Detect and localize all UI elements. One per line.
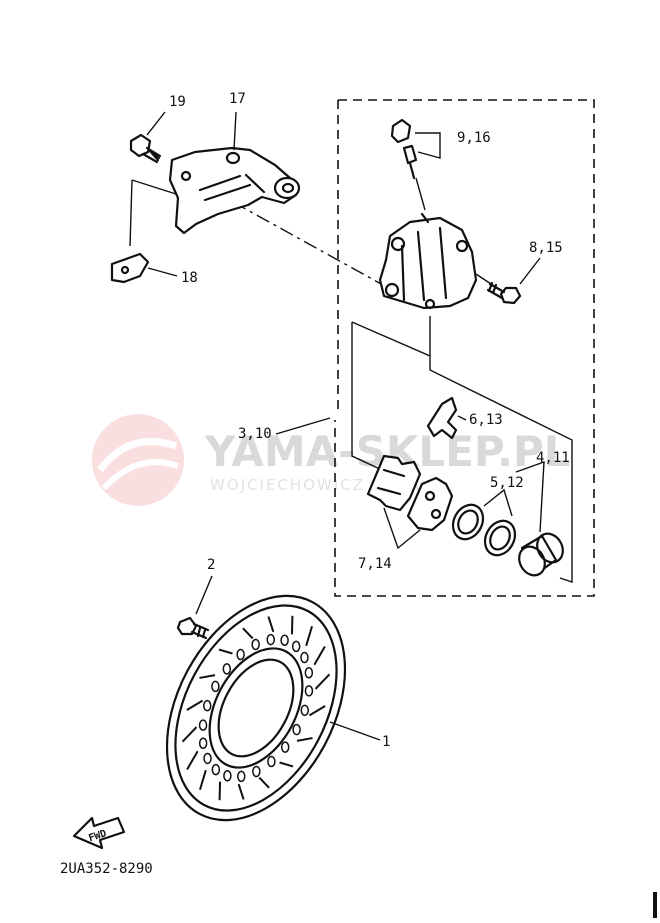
disc-slot: [258, 776, 270, 789]
disc-hole: [266, 633, 275, 646]
leader-8-15: [519, 257, 541, 285]
disc-hole: [280, 634, 289, 647]
leader-9-16: [415, 132, 441, 159]
disc-hole: [222, 663, 232, 675]
forward-label: FWD: [87, 828, 108, 844]
disc-hole: [304, 685, 314, 697]
disc-slot: [237, 783, 245, 800]
callout-19: 19: [169, 94, 186, 110]
callout-3-10: 3,10: [238, 426, 272, 442]
disc-slot: [186, 699, 204, 711]
leader-19: [146, 111, 166, 136]
disc-vent-slots: [181, 615, 331, 801]
disc-slot: [186, 750, 199, 770]
leader-7-14-bracket: [383, 507, 421, 550]
leader-17: [233, 111, 237, 151]
disc-hole: [202, 699, 212, 712]
disc-slot: [313, 646, 326, 666]
leader-4-11-bracket: [515, 460, 545, 533]
brake-pad-7-icon: [366, 454, 422, 512]
disc-slot: [279, 761, 294, 768]
callout-7-14: 7,14: [358, 556, 392, 572]
disc-hole: [292, 723, 301, 736]
brake-disc-1-icon: [165, 594, 347, 822]
disc-hole: [300, 651, 309, 664]
disc-hole: [203, 752, 212, 765]
disc-hole: [304, 667, 314, 679]
disc-slot: [181, 726, 198, 743]
disc-hole: [280, 741, 290, 753]
disc-hole: [237, 770, 246, 783]
watermark-logo-icon: [92, 414, 184, 506]
leader-5-12-bracket: [483, 488, 513, 517]
hose-clip-18-icon: [110, 252, 150, 284]
leader-3-10: [275, 417, 331, 435]
diagram-code: 2UA352-8290: [60, 861, 153, 877]
disc-hole: [223, 769, 232, 782]
callout-5-12: 5,12: [490, 475, 524, 491]
disc-slot: [305, 625, 314, 647]
disc-slot: [314, 673, 331, 690]
disc-hole: [251, 638, 260, 651]
leader-18: [147, 267, 178, 277]
callout-18: 18: [181, 270, 198, 286]
caliper-bracket-17-icon: [168, 146, 301, 235]
dust-seal-12-icon: [483, 519, 517, 557]
disc-hole: [236, 648, 245, 661]
piston-4-icon: [518, 532, 564, 577]
callout-8-15: 8,15: [529, 240, 563, 256]
bracket-guide-line: [129, 179, 177, 247]
disc-bolt-2-icon: [176, 616, 210, 640]
pad-spring-6-icon: [426, 396, 458, 440]
disc-slot: [199, 674, 216, 679]
disc-hole: [198, 737, 208, 749]
disc-hole: [267, 755, 276, 768]
disc-slot: [296, 737, 313, 742]
callout-2: 2: [207, 557, 215, 573]
disc-slot: [198, 769, 207, 791]
leader-6-13: [457, 415, 467, 421]
brake-pad-14-icon: [406, 476, 454, 532]
disc-slot: [267, 616, 275, 633]
bleed-guide-line: [415, 177, 426, 211]
subassembly-frame-right: [351, 321, 573, 583]
subassembly-frame-left: [351, 322, 383, 471]
caliper-body-icon: [378, 212, 478, 310]
bleed-screw-9-icon: [390, 118, 418, 180]
callout-17: 17: [229, 91, 246, 107]
caliper-assembly-boundary: [334, 99, 595, 597]
disc-slot: [242, 627, 254, 640]
disc-bolt-holes: [198, 633, 314, 783]
disc-slot: [308, 705, 326, 717]
disc-hole: [300, 704, 310, 717]
disc-hole: [291, 640, 301, 653]
callout-6-13: 6,13: [469, 412, 503, 428]
leader-2: [195, 575, 213, 615]
disc-hole: [211, 680, 220, 693]
leader-1: [329, 721, 381, 741]
disc-hole: [198, 719, 208, 731]
callout-1: 1: [382, 734, 390, 750]
piston-seal-5-icon: [451, 503, 485, 541]
callout-9-16: 9,16: [457, 130, 491, 146]
disc-slot: [218, 648, 233, 655]
disc-hole: [211, 763, 221, 776]
disc-hole: [252, 765, 261, 778]
callout-4-11: 4,11: [536, 450, 570, 466]
bolt-guide-line: [475, 273, 501, 291]
bolt-19-icon: [129, 133, 162, 164]
forward-arrow-icon: FWD: [72, 816, 126, 850]
